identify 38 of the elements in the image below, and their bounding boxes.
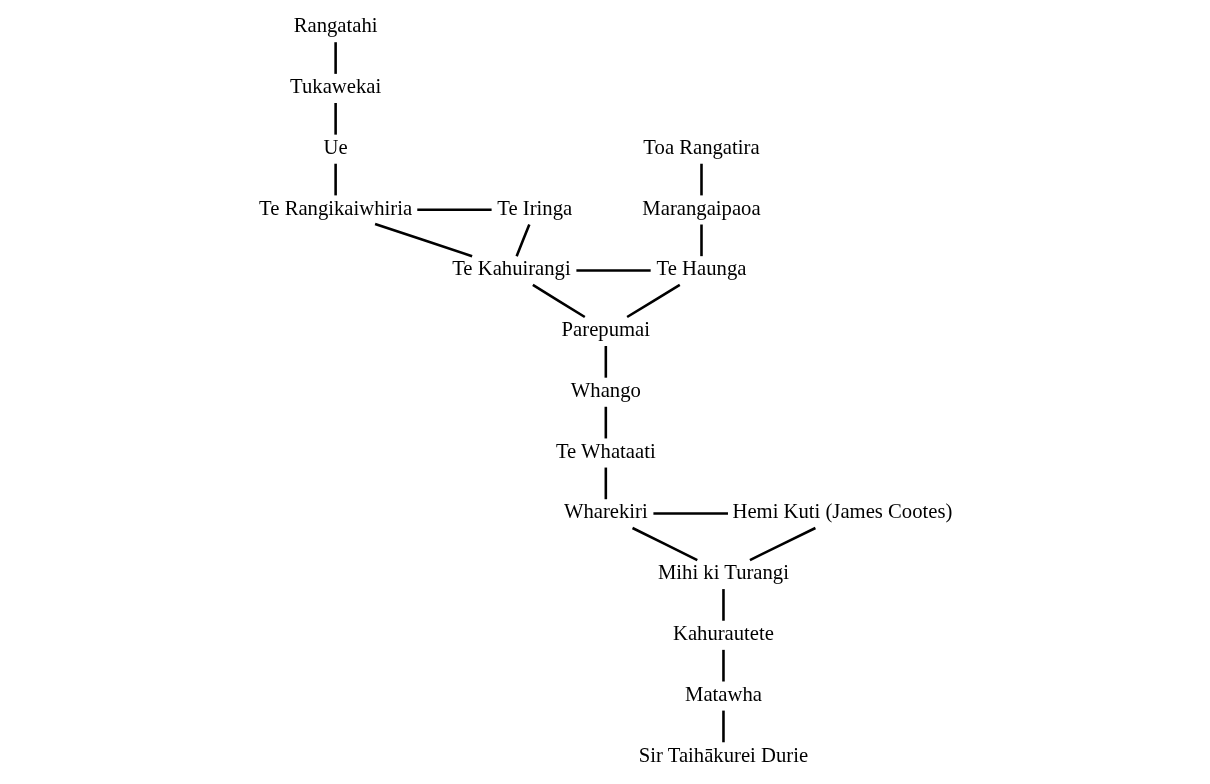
- node-text: Hemi Kuti (James Cootes): [731, 500, 952, 523]
- node-text: Marangaipaoa: [641, 196, 761, 219]
- connector: [374, 222, 473, 258]
- node-text: Kahurautete: [672, 621, 774, 644]
- connector: [721, 589, 725, 621]
- connector: [604, 406, 607, 439]
- connector: [575, 269, 651, 272]
- node-text: Te Whataati: [555, 439, 656, 462]
- connector: [721, 649, 725, 682]
- node-text: Te Rangikaiwhiria: [258, 196, 412, 219]
- node-text: Whango: [570, 378, 641, 401]
- connector: [721, 710, 725, 743]
- connector: [333, 42, 337, 74]
- node-text: Mihi ki Turangi: [657, 561, 789, 584]
- node-text: Te Haunga: [656, 257, 746, 280]
- connector: [699, 224, 703, 257]
- connector: [748, 526, 816, 562]
- node-text: Ue: [323, 135, 348, 158]
- node-text: Te Kahuirangi: [451, 257, 571, 280]
- connector: [416, 208, 492, 211]
- connector: [333, 102, 337, 135]
- node-text: Matawha: [684, 682, 762, 705]
- connector: [625, 283, 680, 319]
- node-text: Sir Taihākurei Durie: [638, 743, 808, 766]
- node-text: Toa Rangatira: [642, 135, 760, 158]
- connector: [652, 512, 728, 515]
- node-text: Tukawekai: [289, 75, 381, 98]
- node-text: Te Iringa: [496, 196, 572, 219]
- connector: [631, 526, 698, 562]
- node-text: Rangatahi: [293, 14, 378, 37]
- connector: [333, 163, 337, 196]
- node-text: Parepumai: [561, 318, 650, 341]
- connector: [699, 163, 703, 196]
- node-text: Wharekiri: [563, 500, 648, 523]
- connector: [514, 224, 531, 257]
- connector: [531, 283, 585, 319]
- connector: [604, 346, 607, 378]
- connector: [604, 467, 607, 500]
